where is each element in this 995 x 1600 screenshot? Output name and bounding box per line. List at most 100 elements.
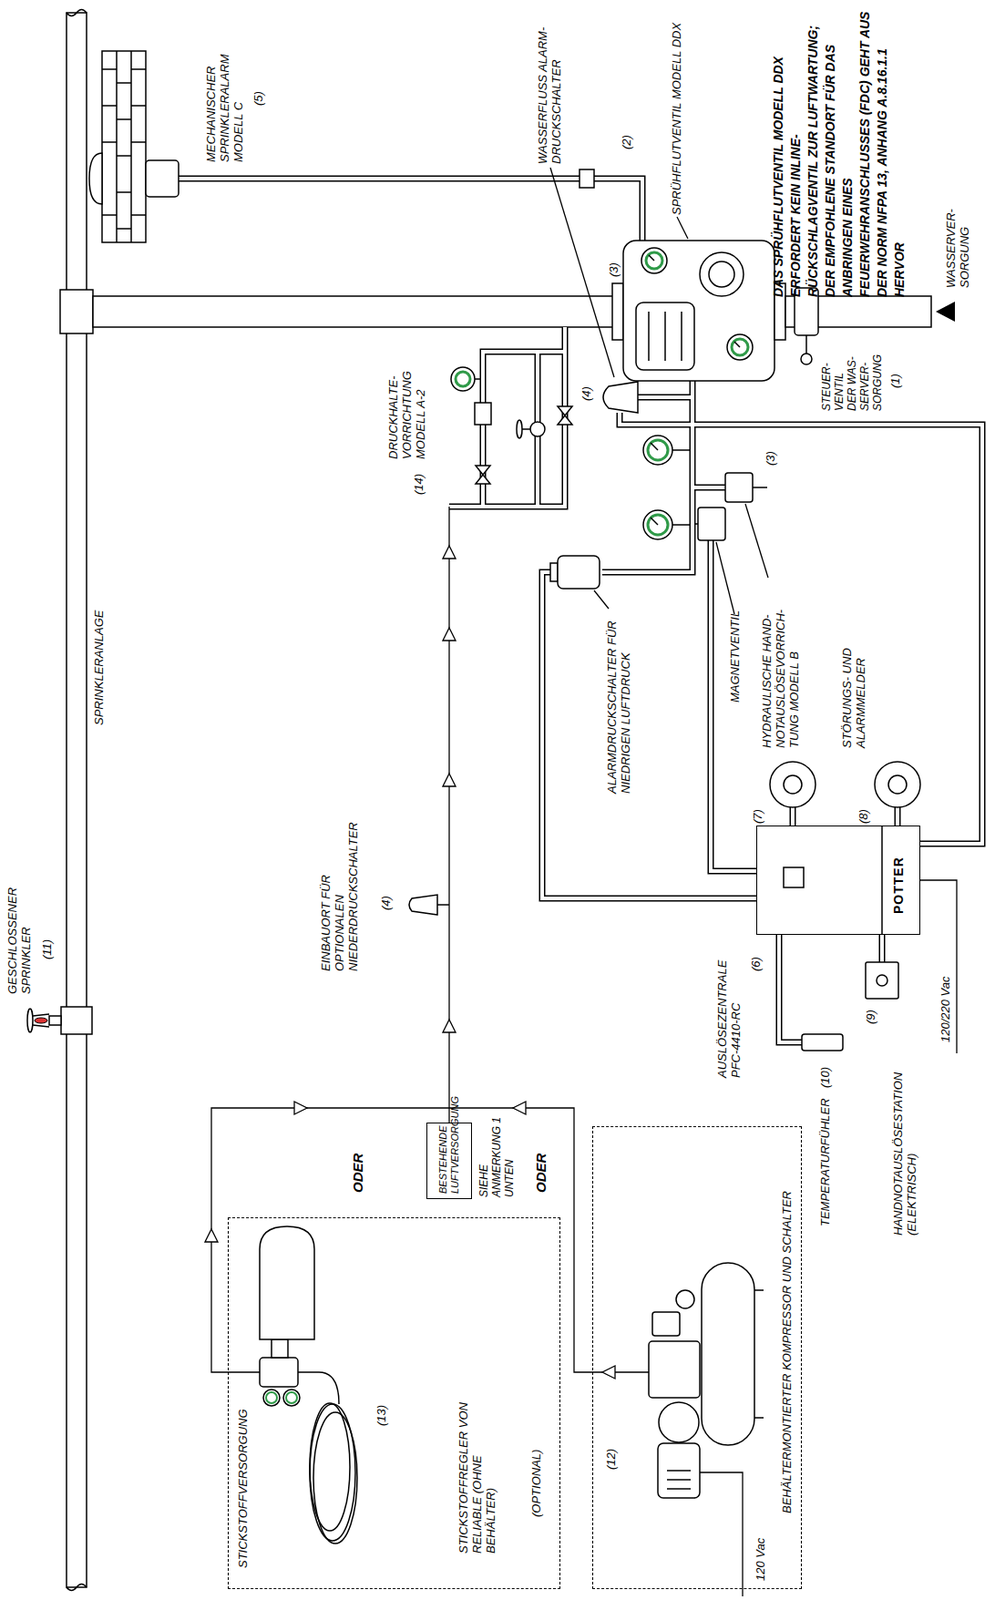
pipe-inner-part	[710, 540, 757, 872]
deluge-valve-part	[708, 261, 735, 288]
air-compressor-part	[652, 1312, 680, 1336]
pipe-inner-part	[449, 327, 565, 507]
pipe-outer-part	[602, 380, 693, 573]
release-panel-parts-part	[876, 974, 888, 986]
release-panel-parts-part	[874, 761, 921, 808]
release-panel-parts-part	[783, 775, 802, 794]
pipe-inner-part	[880, 934, 884, 963]
air-compressor-part	[657, 1443, 700, 1498]
closed-sprinkler-part	[32, 1014, 50, 1027]
pipe-outer-part	[619, 412, 983, 844]
air-supply-lines-part	[512, 1101, 526, 1115]
deluge-valve-part	[635, 302, 695, 370]
label-text: TEMPERATURFÜHLER	[818, 1097, 832, 1227]
closed-sprinkler-part	[27, 1008, 33, 1033]
optional-supply-box: STICKSTOFFVERSORGUNG(13)STICKSTOFFREGLER…	[227, 1217, 561, 1590]
callout-number: (11)	[40, 939, 54, 960]
label-text: MAGNETVENTIL	[728, 610, 742, 703]
deluge-valve-part	[731, 338, 749, 356]
nitrogen-supply	[259, 1226, 358, 1544]
nitrogen-supply-part	[313, 1412, 358, 1544]
valve-trim-part	[550, 563, 558, 582]
pressure-maintenance-device-part	[475, 465, 491, 484]
nitrogen-supply-part	[271, 1339, 288, 1358]
callout-number: (4)	[579, 386, 594, 401]
deluge-valve-part	[734, 341, 740, 348]
air-compressor-part	[701, 1262, 755, 1446]
callout-number: (9)	[863, 1009, 878, 1025]
leader-lines-part	[677, 216, 688, 239]
callout-number: (5)	[251, 91, 266, 106]
deluge-valve-part	[612, 283, 624, 340]
nitrogen-supply-part	[283, 1389, 300, 1406]
pipe-outer-part	[779, 934, 802, 1043]
pipe-outer-part	[542, 572, 757, 899]
label-text: SPRÜHFLUTVENTIL MODELL DDX	[669, 22, 684, 216]
deluge-valve-part	[623, 240, 775, 381]
mechanical-alarm-part	[102, 51, 146, 243]
valve-trim-part	[650, 442, 658, 451]
label-text: WASSERFLUSS ALARM- DRUCKSCHALTER	[535, 18, 564, 165]
release-panel-parts-part	[865, 962, 899, 999]
pipe-inner-part	[779, 934, 802, 1043]
nitrogen-supply-part	[259, 1226, 315, 1340]
air-compressor-part	[754, 1290, 764, 1418]
valve-trim-part	[643, 510, 673, 540]
label-text: EINBAUORT FÜR OPTIONALEN NIEDERDRUCKSCHA…	[318, 816, 360, 972]
valve-trim-part	[647, 514, 668, 535]
air-compressor	[648, 1262, 764, 1597]
valve-trim-part	[694, 487, 768, 524]
valve-trim-part	[697, 507, 726, 541]
closed-sprinkler-part	[34, 1017, 48, 1024]
valve-trim-part	[557, 555, 600, 589]
mechanical-alarm-part	[102, 51, 146, 243]
leader-lines-part	[594, 590, 609, 609]
air-compressor-part	[648, 1341, 700, 1398]
leader-lines	[550, 167, 769, 615]
air-supply-lines-part	[294, 1101, 308, 1115]
air-compressor-part	[658, 1402, 699, 1443]
label-text: SPRINKLERANLAGE	[92, 610, 106, 726]
air-compressor-part	[666, 1470, 691, 1489]
air-supply-lines-part	[442, 773, 456, 787]
nitrogen-supply-part	[259, 1357, 298, 1387]
pipe-inner-part	[637, 395, 693, 400]
label-text: HYDRAULISCHE HAND- NOTAUSLÖSEVORRICH- TU…	[759, 597, 801, 749]
label-text: STÖRUNGS- UND ALARMMELDER	[840, 638, 868, 749]
pipe-inner-part	[602, 380, 693, 573]
pipe-outer-part	[692, 484, 726, 492]
leader-lines-part	[745, 503, 769, 578]
valve-trim-part	[672, 450, 690, 525]
air-supply-lines-part	[409, 894, 438, 915]
leader-lines-part	[550, 167, 615, 378]
air-compressor-part	[699, 1472, 743, 1597]
sprinkler-pipe-part	[66, 10, 87, 1591]
callout-number: (1)	[888, 373, 903, 389]
pressure-maintenance-device	[451, 367, 573, 484]
water-supply-part	[800, 353, 812, 365]
air-supply-lines	[205, 506, 649, 1379]
nitrogen-supply-part	[266, 1392, 277, 1404]
pressure-maintenance-device-part	[516, 420, 523, 439]
valve-trim-part	[725, 472, 753, 503]
valve-trim	[550, 381, 768, 589]
air-supply-lines-part	[442, 545, 456, 559]
box-title: BESTEHENDE LUFTVERSORGUNG	[437, 1128, 462, 1194]
pipe-inner-part	[792, 807, 898, 826]
pressure-maintenance-device-part	[474, 402, 492, 425]
pipe-inner-part	[619, 412, 983, 844]
closed-sprinkler	[27, 1008, 62, 1033]
label-text: SIEHE ANMERKUNG 1 UNTEN	[477, 1115, 516, 1198]
release-panel-parts-part	[881, 825, 883, 935]
pressure-maintenance-device-part	[451, 367, 475, 391]
air-supply-lines-part	[205, 1229, 218, 1242]
box-text: (OPTIONAL)	[529, 1449, 544, 1518]
deluge-valve-part	[641, 247, 667, 274]
callout-number: (14)	[411, 473, 426, 495]
nitrogen-supply-part	[286, 1392, 298, 1404]
label-text: GESCHLOSSENER SPRINKLER	[5, 880, 33, 995]
air-supply-lines-part	[448, 506, 450, 1127]
pipe-inner-part	[542, 572, 757, 899]
water-supply-part	[935, 301, 955, 322]
air-supply-lines-part	[442, 1019, 456, 1033]
